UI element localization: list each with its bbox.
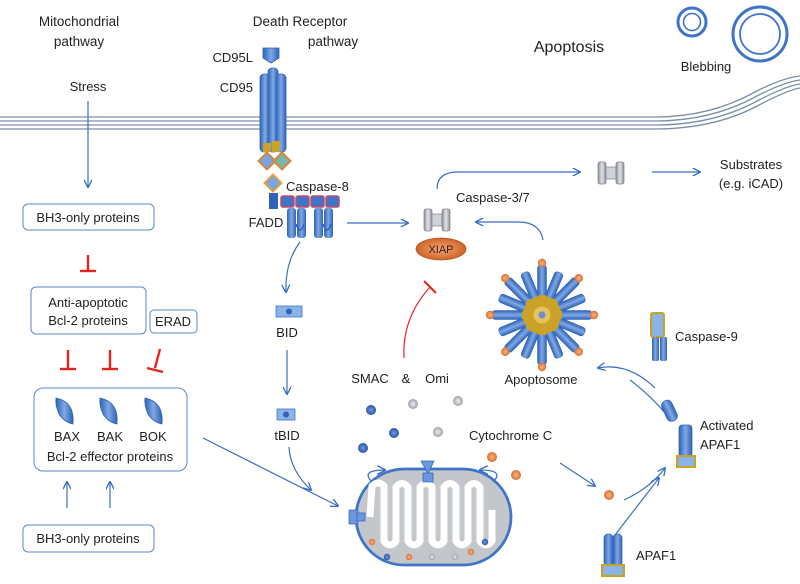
inhibit-anti-bax bbox=[60, 350, 76, 371]
caspase-9-protein bbox=[650, 312, 667, 361]
tbid-to-mito-arrow bbox=[288, 446, 311, 490]
released-proteins bbox=[358, 396, 463, 453]
inhibit-anti-bak bbox=[102, 350, 118, 371]
amp-label: & bbox=[402, 371, 411, 386]
anti-apoptotic-box bbox=[30, 286, 147, 335]
smac-omi-inhibit-bar bbox=[423, 280, 437, 294]
apoptosis-label: Apoptosis bbox=[534, 39, 604, 56]
xiap-label: XIAP bbox=[428, 244, 453, 256]
tbid-core bbox=[283, 411, 289, 418]
inhibit-bh3-anti bbox=[80, 255, 96, 273]
blebbing-vesicles bbox=[676, 5, 789, 63]
bh3-top-box bbox=[22, 203, 155, 231]
mitochondrion bbox=[348, 460, 513, 567]
activated-apaf1-protein bbox=[661, 399, 696, 468]
anti-apoptotic-label-2: Bcl-2 proteins bbox=[48, 313, 128, 328]
inhibit-erad-bok bbox=[146, 348, 164, 374]
casp37-to-substrates-arrow bbox=[436, 172, 580, 190]
cleaved-caspase-protein bbox=[597, 161, 625, 185]
omi-label: Omi bbox=[425, 371, 449, 386]
cytochrome-arrow bbox=[559, 462, 595, 486]
caspase8-label: Caspase-8 bbox=[286, 179, 349, 194]
apaf1-to-apoptosome-arrow bbox=[629, 379, 666, 414]
cd95-label: CD95 bbox=[220, 80, 253, 95]
apaf1-activation-arrow bbox=[614, 478, 659, 536]
caspase9-label: Caspase-9 bbox=[675, 329, 738, 344]
cytochrome-label: Cytochrome C bbox=[469, 428, 552, 443]
cd95l-label: CD95L bbox=[213, 50, 253, 65]
caspase37-label: Caspase-3/7 bbox=[456, 190, 530, 205]
activated-label-1: Activated bbox=[700, 418, 753, 433]
blebbing-label: Blebbing bbox=[681, 59, 732, 74]
mito-pore-top bbox=[420, 460, 435, 483]
smac-label: SMAC bbox=[351, 371, 389, 386]
effector-label: Bcl-2 effector proteins bbox=[47, 449, 174, 464]
bid-core bbox=[286, 308, 292, 315]
to-apoptosome-arrow bbox=[598, 367, 656, 389]
apoptosome-to-casp37-arrow bbox=[476, 222, 544, 241]
cd95-receptor bbox=[257, 67, 292, 171]
cd95l-ligand bbox=[262, 47, 280, 64]
bok-protein bbox=[144, 397, 163, 425]
stress-label: Stress bbox=[70, 79, 107, 94]
mito-header-2: pathway bbox=[54, 34, 105, 49]
death-header-2: pathway bbox=[308, 34, 359, 49]
mito-header-1: Mitochondrial bbox=[39, 14, 119, 29]
bak-label: BAK bbox=[97, 429, 123, 444]
apaf1-label: APAF1 bbox=[636, 548, 676, 563]
bh3-bottom-box bbox=[22, 524, 155, 553]
mito-pore-left bbox=[348, 509, 366, 525]
death-header-1: Death Receptor bbox=[253, 14, 348, 29]
caspase-8-complex bbox=[280, 195, 340, 238]
tbid-label: tBID bbox=[274, 428, 299, 443]
xiap-protein bbox=[415, 237, 467, 261]
bid-label: BID bbox=[276, 325, 298, 340]
cytochrome-to-apaf1-arrow bbox=[623, 468, 665, 501]
apoptosome-center bbox=[538, 311, 546, 319]
anti-apoptotic-label-1: Anti-apoptotic bbox=[48, 295, 128, 310]
fadd-label: FADD bbox=[249, 215, 284, 230]
substrates-label-2: (e.g. iCAD) bbox=[719, 176, 783, 191]
apoptosome-label: Apoptosome bbox=[505, 372, 578, 387]
bok-label: BOK bbox=[139, 429, 167, 444]
effector-to-mito-arrow bbox=[202, 437, 338, 506]
erad-label: ERAD bbox=[155, 314, 191, 329]
activated-label-2: APAF1 bbox=[700, 437, 740, 452]
casp8-to-bid-arrow bbox=[286, 241, 301, 292]
cell-membrane bbox=[0, 75, 800, 130]
apoptosome-complex bbox=[485, 258, 599, 372]
bax-protein bbox=[55, 397, 74, 425]
bh3-top-label: BH3-only proteins bbox=[36, 210, 140, 225]
smac-omi-inhibit-xiap bbox=[403, 286, 431, 359]
caspase-3-7-protein bbox=[423, 208, 451, 232]
erad-box bbox=[149, 309, 198, 334]
apaf1-protein bbox=[601, 533, 625, 577]
bh3-bottom-label: BH3-only proteins bbox=[36, 531, 140, 546]
fadd-death-domain bbox=[263, 173, 283, 209]
bak-protein bbox=[99, 397, 118, 425]
mito-cristae bbox=[366, 479, 496, 549]
bax-label: BAX bbox=[54, 429, 80, 444]
substrates-label-1: Substrates bbox=[720, 157, 783, 172]
